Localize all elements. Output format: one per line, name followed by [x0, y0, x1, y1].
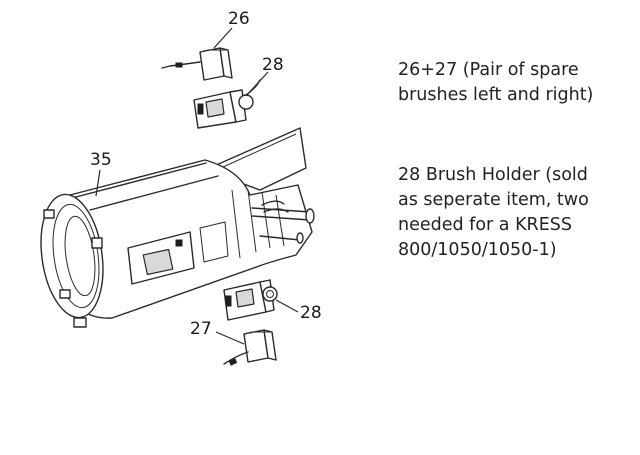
callout-28-top: 28: [262, 55, 284, 75]
spare-brushes-note: 26+27 (Pair of spare brushes left and ri…: [398, 60, 594, 105]
brush-holder-note: 28 Brush Holder (sold as seperate item, …: [398, 165, 589, 260]
callout-26: 26: [228, 9, 250, 29]
motor-housing-part-35: [40, 127, 315, 328]
callout-28-bottom: 28: [300, 303, 322, 323]
carbon-brush-part-27: [223, 329, 277, 366]
callout-27: 27: [190, 319, 212, 339]
leader-lines: [95, 27, 299, 345]
brush-holder-part-28-top: [193, 79, 261, 129]
carbon-brush-part-26: [161, 47, 233, 81]
callout-35: 35: [90, 150, 112, 170]
brush-holder-part-28-bottom: [223, 279, 278, 321]
